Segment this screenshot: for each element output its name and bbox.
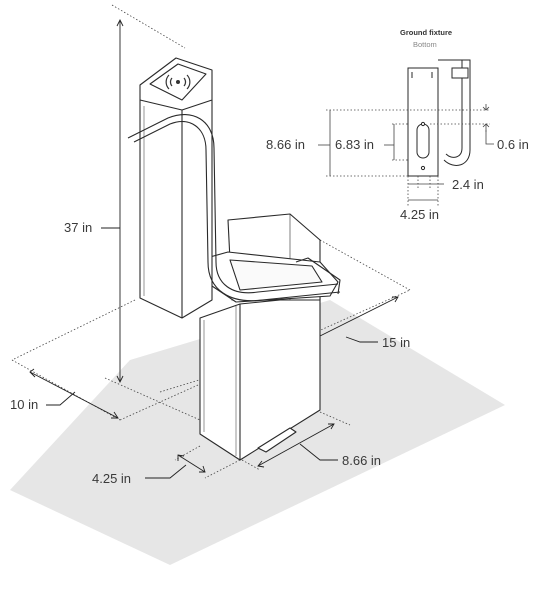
contactless-reader-icon — [165, 74, 191, 90]
ground-fixture-detail — [407, 59, 471, 177]
fixture-plate-width-label: 4.25 in — [400, 207, 440, 222]
height-label: 37 in — [64, 220, 93, 235]
width-label: 10 in — [10, 397, 39, 412]
fixture-dimension-lines — [318, 104, 494, 206]
fixture-height-inner-label: 6.83 in — [335, 137, 375, 152]
fixture-slot-width-label: 2.4 in — [452, 177, 484, 192]
foot-plate — [257, 427, 297, 453]
base-width-label: 4.25 in — [92, 471, 132, 486]
tower — [139, 91, 213, 319]
depth-label: 15 in — [382, 335, 411, 350]
fixture-height-total-label: 8.66 in — [266, 137, 306, 152]
kiosk-illustration — [127, 57, 341, 461]
fixture-title: Ground fixture — [400, 28, 453, 37]
base-depth-label: 8.66 in — [342, 453, 382, 468]
fixture-slot — [416, 123, 430, 159]
fixture-subtitle: Bottom — [413, 40, 437, 49]
handle — [127, 113, 339, 294]
fixture-handle — [438, 59, 471, 166]
fixture-hole-diameter-label: 0.6 in — [497, 137, 529, 152]
